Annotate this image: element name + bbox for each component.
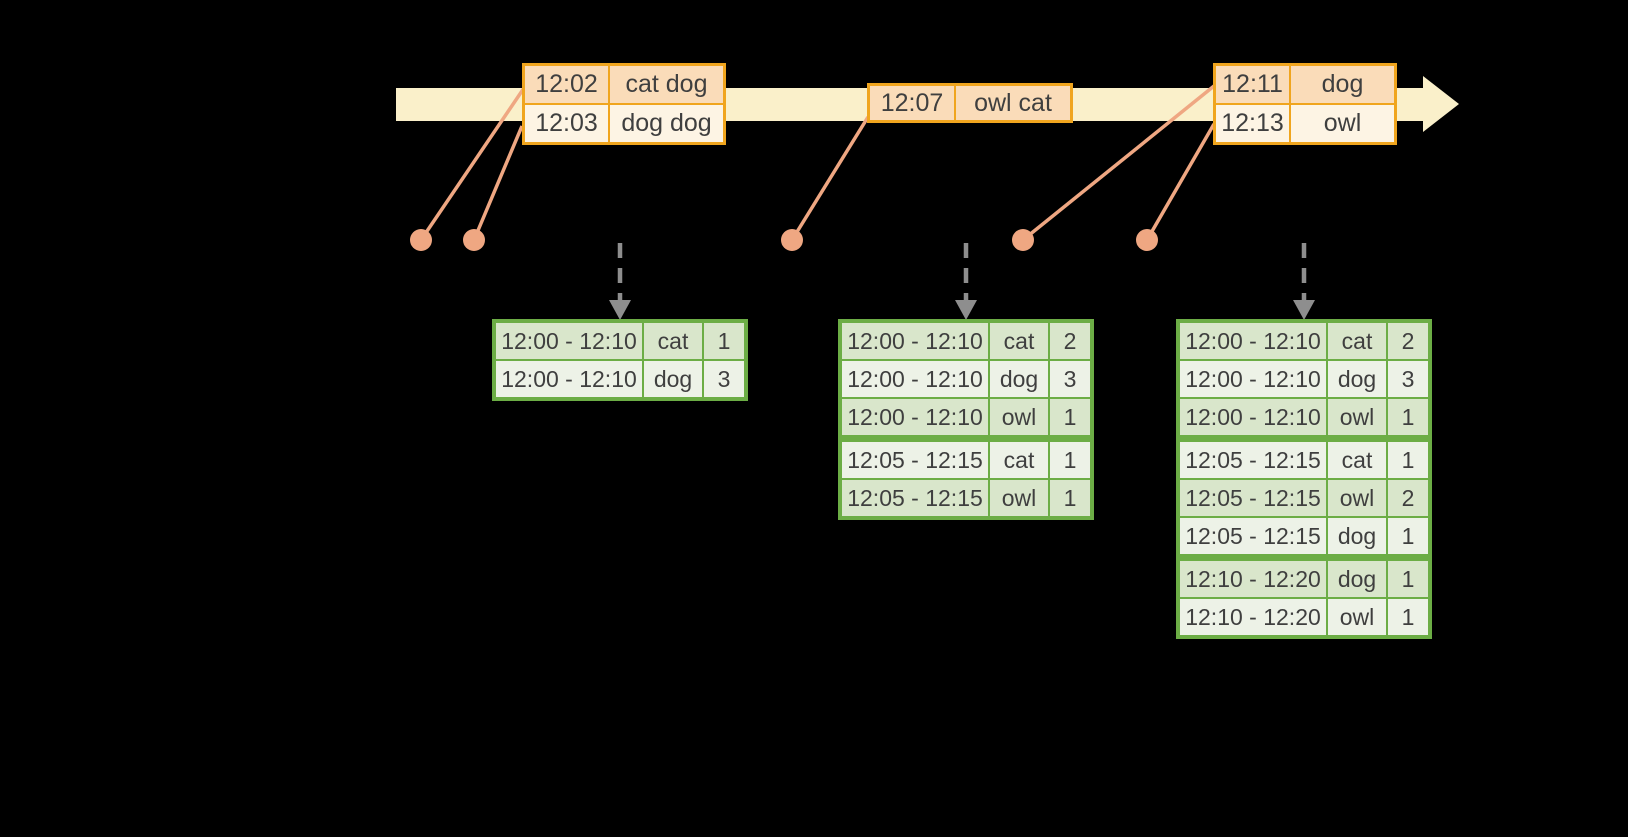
window-cell: 12:00 - 12:10 <box>842 323 988 359</box>
count-cell: 1 <box>1388 599 1428 635</box>
count-cell: 1 <box>1388 442 1428 478</box>
word-cell: cat <box>990 323 1048 359</box>
count-cell: 1 <box>1388 399 1428 435</box>
event-dot <box>1012 229 1034 251</box>
word-cell: dog <box>1328 361 1386 397</box>
trigger-arrowhead-icon <box>1293 300 1315 320</box>
event-dot <box>463 229 485 251</box>
window-cell: 12:00 - 12:10 <box>1180 361 1326 397</box>
time-cell: 12:02 <box>525 66 608 103</box>
word-cell: dog <box>1328 561 1386 597</box>
window-cell: 12:00 - 12:10 <box>1180 399 1326 435</box>
window-cell: 12:05 - 12:15 <box>1180 480 1326 516</box>
word-cell: cat <box>990 442 1048 478</box>
count-cell: 1 <box>1388 518 1428 554</box>
count-cell: 2 <box>1388 323 1428 359</box>
word-cell: cat <box>644 323 702 359</box>
window-cell: 12:00 - 12:10 <box>842 361 988 397</box>
event-dot <box>410 229 432 251</box>
time-cell: 12:13 <box>1216 105 1289 142</box>
connector-line <box>790 116 870 241</box>
time-cell: 12:11 <box>1216 66 1289 103</box>
trigger-arrowhead-icon <box>955 300 977 320</box>
event-connector-lines <box>419 84 1216 242</box>
word-cell: cat <box>1328 323 1386 359</box>
count-cell: 3 <box>1050 361 1090 397</box>
window-cell: 12:05 - 12:15 <box>842 480 988 516</box>
count-cell: 1 <box>1050 399 1090 435</box>
words-cell: owl cat <box>956 86 1070 120</box>
time-cell: 12:03 <box>525 105 608 142</box>
count-cell: 1 <box>1050 442 1090 478</box>
window-cell: 12:00 - 12:10 <box>496 323 642 359</box>
count-cell: 2 <box>1388 480 1428 516</box>
time-cell: 12:07 <box>870 86 954 120</box>
event-dot <box>1136 229 1158 251</box>
count-cell: 1 <box>1050 480 1090 516</box>
word-cell: owl <box>1328 399 1386 435</box>
words-cell: cat dog <box>610 66 723 103</box>
word-cell: owl <box>990 399 1048 435</box>
window-cell: 12:05 - 12:15 <box>1180 518 1326 554</box>
trigger-arrowhead-icon <box>609 300 631 320</box>
connector-line <box>472 125 524 241</box>
count-cell: 1 <box>1388 561 1428 597</box>
count-cell: 1 <box>704 323 744 359</box>
window-cell: 12:05 - 12:15 <box>842 442 988 478</box>
connector-line <box>1145 123 1216 241</box>
connector-line <box>1021 84 1216 242</box>
word-cell: owl <box>1328 480 1386 516</box>
count-cell: 3 <box>704 361 744 397</box>
word-cell: owl <box>990 480 1048 516</box>
word-cell: owl <box>1328 599 1386 635</box>
window-cell: 12:05 - 12:15 <box>1180 442 1326 478</box>
window-cell: 12:00 - 12:10 <box>1180 323 1326 359</box>
word-cell: cat <box>1328 442 1386 478</box>
words-cell: dog dog <box>610 105 723 142</box>
event-dot <box>781 229 803 251</box>
trigger-arrows <box>609 243 1315 320</box>
count-cell: 3 <box>1388 361 1428 397</box>
window-cell: 12:10 - 12:20 <box>1180 599 1326 635</box>
words-cell: dog <box>1291 66 1394 103</box>
word-cell: dog <box>1328 518 1386 554</box>
window-cell: 12:10 - 12:20 <box>1180 561 1326 597</box>
window-cell: 12:00 - 12:10 <box>496 361 642 397</box>
connector-line <box>419 87 526 241</box>
event-dots <box>410 229 1158 251</box>
word-cell: dog <box>644 361 702 397</box>
count-cell: 2 <box>1050 323 1090 359</box>
timeline-arrowhead-icon <box>1423 76 1459 132</box>
word-cell: dog <box>990 361 1048 397</box>
window-cell: 12:00 - 12:10 <box>842 399 988 435</box>
words-cell: owl <box>1291 105 1394 142</box>
